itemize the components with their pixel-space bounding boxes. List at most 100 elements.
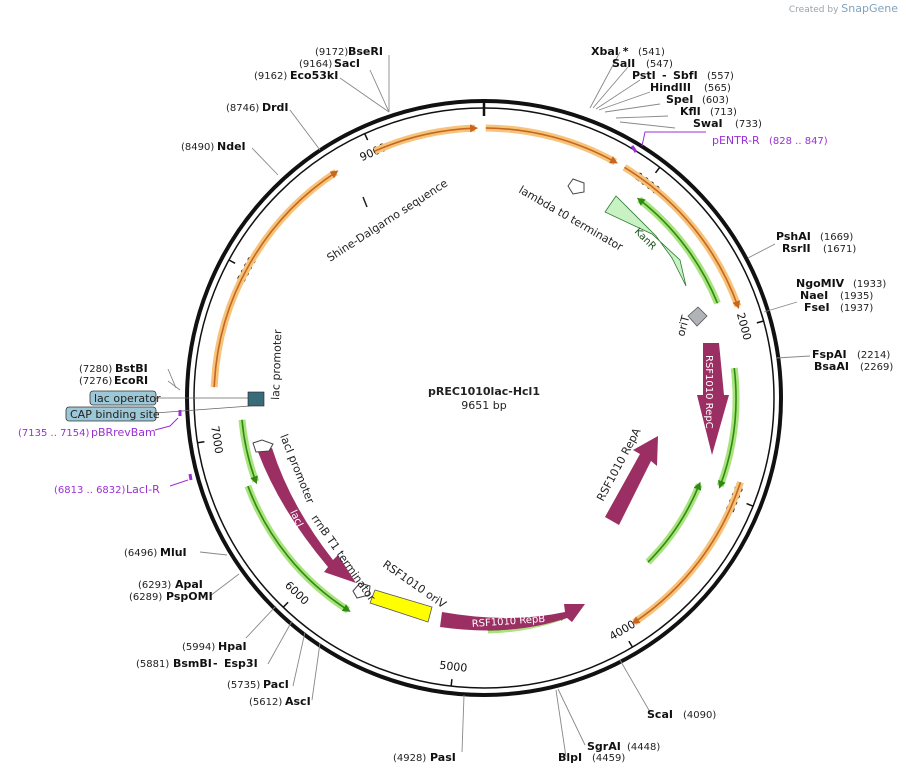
enzyme-pos: (1933) [853,279,886,290]
enzyme-pos: (1937) [840,303,873,314]
primer-name: pENTR-R [712,134,760,147]
enzyme-pos: (1669) [820,232,853,243]
enzyme-pos: (7276) [79,376,112,387]
enzyme-name: PacI [263,678,289,691]
orf-arc[interactable] [374,124,479,152]
enzyme-name: Eco53kI [290,69,338,82]
enzyme-pos: (4459) [592,753,625,764]
tick-mark [228,259,236,264]
enzyme-pos: (2269) [860,362,893,373]
tick-mark [282,601,289,608]
tick-mark [628,640,634,648]
enzyme-pos: (733) [735,119,762,130]
laci-arrow[interactable] [258,448,356,583]
orf-arc[interactable] [485,127,618,164]
orf-arc[interactable] [241,419,258,485]
tick-label: 2000 [734,311,754,341]
enzyme-name: XbaI * [591,45,629,58]
enzyme-pos: (4090) [683,710,716,721]
snapgene-logo: SnapGene [841,2,898,15]
enzyme-leader-lines [167,51,811,758]
enzyme-name: BstBI [115,362,148,375]
enzyme-pos: (7280) [79,364,112,375]
enzyme-pos: (6496) [124,548,157,559]
enzyme-name: BsaAI [814,360,849,373]
enzyme-name: KflI [680,105,701,118]
orf-arc[interactable] [247,485,351,612]
primer-name: LacI-R [126,483,160,496]
repc-arrow[interactable] [697,343,729,455]
cap-binding-site-box[interactable]: CAP binding site [65,405,251,422]
enzyme-name: SacI [334,57,360,70]
enzyme-pos: (547) [646,59,673,70]
oriv-box[interactable] [369,589,433,623]
orf-arc[interactable] [213,170,339,388]
lambda-terminator-label: lambda t0 terminator [517,183,626,253]
enzyme-name: AscI [285,695,311,708]
lac-promoter-label: lac promoter [269,329,284,400]
repa-arrow[interactable] [605,436,658,525]
enzyme-pos: (5994) [182,642,215,653]
enzyme-name: PasI [430,751,456,764]
enzyme-pos: (6289) [129,592,162,603]
primer-range: (828 .. 847) [769,136,828,147]
primer-pentr-r[interactable]: pENTR-R (828 .. 847) [630,131,828,153]
enzyme-pos: (9162) [254,71,287,82]
enzyme-name: ScaI [647,708,673,721]
orf-arc[interactable] [718,367,737,489]
enzyme-name: PstI [632,69,656,82]
repc-label: RSF1010 RepC [703,355,714,429]
enzyme-name: SbfI [673,69,698,82]
orf-arc[interactable] [647,481,702,563]
plasmid-name: pREC1010lac-Hcl1 [428,385,540,398]
enzyme-pos: (1935) [840,291,873,302]
primer-laci-r[interactable]: (6813 .. 6832) LacI-R [54,473,193,496]
enzyme-name: BlpI [558,751,582,764]
enzyme-name: HpaI [218,640,247,653]
repb-arrow[interactable] [440,604,585,631]
enzyme-name: MluI [160,546,187,559]
tick-label: 5000 [439,659,468,675]
enzyme-name: FseI [804,301,830,314]
enzyme-name: SalI [612,57,635,70]
laci-promoter-marker [252,439,274,453]
repb-label: RSF1010 RepB [471,614,545,630]
enzyme-name: NdeI [217,140,246,153]
shine-dalgarno-mark [362,196,368,208]
enzyme-name: NgoMIV [796,277,845,290]
enzyme-name: RsrII [782,242,811,255]
enzyme-pos: (1671) [823,244,856,255]
enzyme-pos: (541) [638,47,665,58]
feature-label: CAP binding site [70,408,160,421]
orf-arc-halo [373,124,476,155]
kanr-arrow[interactable] [604,195,687,287]
tick-mark [756,320,764,324]
enzyme-name: NaeI [800,289,828,302]
enzyme-pos: (4928) [393,753,426,764]
orit-label: oriT [674,314,692,338]
rrnb-terminator-marker [352,582,371,599]
lac-operator-box[interactable]: lac operator [89,390,250,406]
enzyme-pos: (557) [707,71,734,82]
orit-marker [687,306,708,327]
lac-operator-mark [247,391,265,407]
enzyme-pos: (565) [704,83,731,94]
enzyme-name: SwaI [693,117,723,130]
lambda-terminator-marker [567,178,585,195]
kanr-label: KanR [632,226,658,252]
enzyme-name: BsmBI [173,657,212,670]
tick-mark [197,440,205,444]
enzyme-name: Esp3I [224,657,258,670]
orf-arc[interactable] [636,197,719,304]
orf-arc[interactable] [623,166,740,310]
primer-pbrrevbam[interactable]: (7135 .. 7154) pBRrevBam [18,410,182,439]
enzyme-pos: (5881) [136,659,169,670]
enzyme-name: - [662,69,667,82]
enzyme-pos: (4448) [627,742,660,753]
orf-arc[interactable] [631,481,742,625]
plasmid-length: 9651 bp [461,399,506,412]
tick-mark [364,133,369,141]
tick-label: 7000 [208,425,225,455]
orf-arcs [210,124,744,634]
